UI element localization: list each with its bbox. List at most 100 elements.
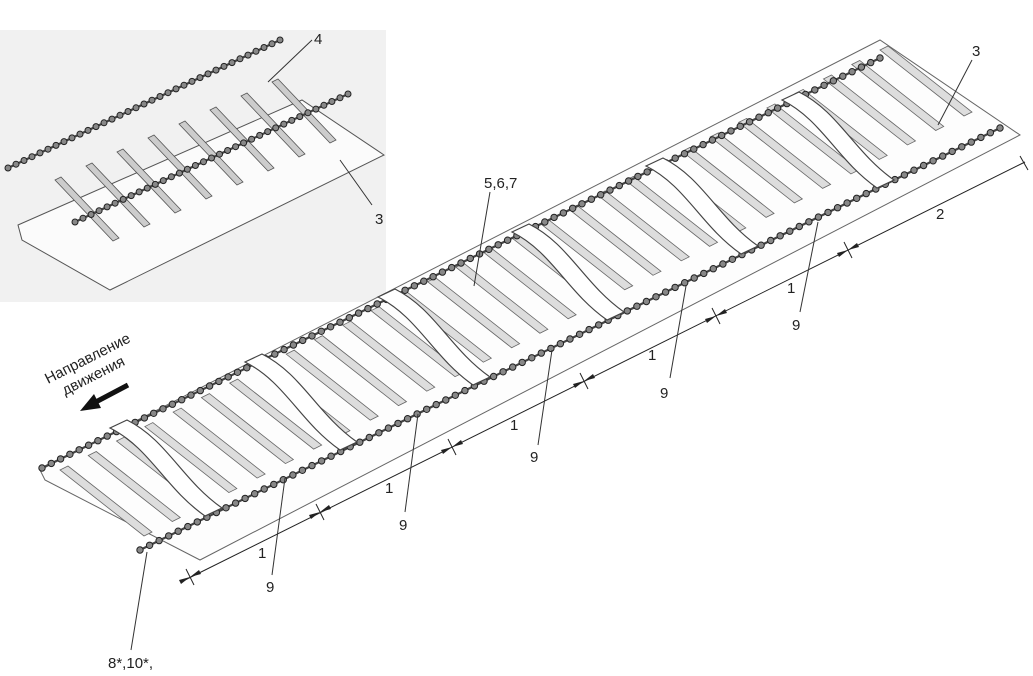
inset-slat bbox=[116, 148, 182, 214]
main-slat bbox=[342, 320, 436, 392]
callout-segment-1: 1 bbox=[258, 545, 266, 562]
inset-chain-lower-link bbox=[304, 109, 312, 117]
main-chain-lower-link bbox=[251, 490, 259, 498]
dimension-arrowhead bbox=[179, 577, 190, 584]
inset-chain-upper-link bbox=[52, 141, 60, 149]
main-slat bbox=[200, 393, 295, 465]
inset-chain-upper-link bbox=[180, 81, 188, 89]
main-chain-upper-link bbox=[224, 373, 232, 381]
inset-slat bbox=[240, 92, 306, 158]
main-chain-lower-link bbox=[136, 546, 144, 554]
main-chain-lower-link bbox=[661, 288, 670, 296]
inset-chain-lower-link bbox=[183, 165, 191, 173]
inset-chain-upper-link bbox=[220, 62, 228, 70]
inset-chain-lower-link bbox=[175, 169, 183, 177]
dimension-arrowhead bbox=[190, 570, 201, 577]
inset-chain-lower-link bbox=[200, 158, 207, 166]
main-chain-upper-link bbox=[56, 455, 65, 463]
main-chain-upper-link bbox=[615, 181, 623, 190]
main-chain-upper-link bbox=[84, 441, 93, 449]
main-chain-upper-link bbox=[336, 318, 344, 326]
inset-chain-upper-link bbox=[164, 89, 172, 97]
dimension-arrowhead bbox=[573, 381, 584, 388]
inset-chain-lower-link bbox=[103, 203, 111, 211]
inset-chain-upper-link bbox=[100, 119, 108, 127]
main-chain-upper-link bbox=[541, 218, 549, 226]
main-conveyor bbox=[38, 39, 1021, 561]
main-chain-upper-link bbox=[308, 332, 316, 340]
main-chain-upper-link bbox=[550, 213, 558, 222]
callout-8-10: 8*,10*, bbox=[108, 655, 153, 672]
main-chain-upper-link bbox=[569, 204, 577, 213]
main-chain-upper-link bbox=[289, 341, 298, 349]
main-chain-upper-link bbox=[150, 409, 158, 417]
main-chain-lower-link bbox=[566, 335, 574, 343]
main-chain-lower-link bbox=[939, 152, 947, 160]
inset-chain-lower bbox=[71, 90, 352, 226]
main-chain-lower-link bbox=[365, 433, 373, 442]
main-chain-lower-link bbox=[174, 527, 182, 535]
inset-chain-upper-link bbox=[212, 66, 220, 74]
inset-chain-lower-link bbox=[95, 207, 103, 215]
inset-slat bbox=[54, 176, 120, 242]
joint-clamp bbox=[243, 353, 359, 451]
main-chain-lower-link bbox=[327, 452, 335, 460]
main-chain-upper-link bbox=[233, 368, 242, 376]
main-chain-lower-link bbox=[757, 241, 765, 249]
main-chain-lower-link bbox=[623, 307, 631, 315]
inset-chain-upper-link bbox=[60, 138, 68, 146]
dimension-arrowhead bbox=[837, 250, 848, 257]
main-chain-upper-link bbox=[708, 136, 717, 144]
main-chain-upper-link bbox=[75, 446, 83, 454]
main-chain-lower-link bbox=[709, 265, 717, 273]
inset-chain-lower-link bbox=[232, 143, 240, 151]
main-chain-upper-link bbox=[187, 391, 195, 399]
main-chain-lower-link bbox=[786, 227, 794, 235]
main-chain-upper-link bbox=[643, 168, 651, 176]
main-chain-lower-link bbox=[489, 372, 498, 381]
inset-chain-lower-link bbox=[159, 177, 167, 185]
main-chain-lower-link bbox=[241, 494, 249, 503]
inset-chain-upper-link bbox=[188, 77, 196, 85]
main-slat bbox=[228, 378, 323, 450]
inset-chain-lower-link bbox=[248, 135, 256, 143]
main-chain-lower-link bbox=[165, 532, 173, 540]
main-chain-lower-link bbox=[423, 405, 431, 413]
main-chain-upper-link bbox=[736, 122, 744, 131]
inset-chain-lower-link bbox=[167, 173, 175, 181]
inset-chain-lower-link bbox=[79, 214, 87, 222]
joint-clamp bbox=[780, 91, 896, 189]
inset-chain-lower-link bbox=[151, 180, 159, 188]
main-chain-lower-link bbox=[967, 138, 975, 146]
inset-chain-upper-link bbox=[172, 85, 180, 93]
dimension-arrowhead bbox=[848, 243, 859, 250]
inset-chain-lower-link bbox=[127, 192, 135, 200]
main-chain-upper-link bbox=[727, 127, 735, 135]
main-chain-lower-link bbox=[700, 269, 708, 278]
main-chain-lower-link bbox=[308, 461, 316, 470]
main-chain-lower-link bbox=[509, 363, 517, 371]
inset-chain-upper-link bbox=[148, 96, 156, 104]
main-chain-lower-link bbox=[977, 133, 985, 142]
main-chain-upper-link bbox=[168, 400, 177, 408]
inset-chain-lower-link bbox=[119, 195, 127, 203]
main-chain-upper-link bbox=[66, 450, 74, 458]
main-chain-lower-link bbox=[260, 485, 268, 493]
main-chain-lower-link bbox=[231, 499, 240, 507]
inset-slats bbox=[54, 78, 337, 242]
inset-chain-lower-link bbox=[208, 154, 215, 162]
main-slat bbox=[737, 117, 832, 189]
main-chain-upper-link bbox=[94, 437, 102, 445]
joint-clamp bbox=[644, 157, 760, 255]
dimension-arrowhead bbox=[716, 309, 727, 316]
inset-chain-lower-link bbox=[87, 211, 95, 218]
inset-slat bbox=[147, 134, 213, 200]
main-chain-upper-link bbox=[345, 314, 353, 322]
inset-chain-upper-link bbox=[36, 149, 44, 157]
main-chain-lower-link bbox=[719, 260, 727, 268]
main-chain-lower-link bbox=[432, 400, 440, 409]
main-chain-lower-link bbox=[633, 302, 641, 310]
main-chain-lower-link bbox=[652, 293, 660, 301]
main-chain-lower-link bbox=[853, 194, 861, 203]
main-chain-upper-link bbox=[690, 145, 698, 153]
